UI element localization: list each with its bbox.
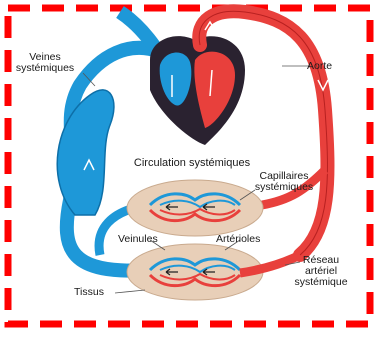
label-aorte: Aorte <box>307 61 332 72</box>
label-capillaires-line2: systémiques <box>246 182 322 193</box>
label-circulation: Circulation systémiques <box>112 158 272 169</box>
heart <box>150 36 245 145</box>
label-arterioles: Artérioles <box>216 234 260 245</box>
label-veinules: Veinules <box>118 234 158 245</box>
capillary-bed-upper <box>127 180 263 236</box>
label-tissus: Tissus <box>74 287 104 298</box>
label-reseau-arteriel: Réseau artériel systémique <box>284 255 358 288</box>
label-capillaires: Capillaires systémiques <box>246 171 322 193</box>
label-reseau-line3: systémique <box>284 277 358 288</box>
label-veines-line2: systémiques <box>6 63 84 74</box>
capillary-bed-lower <box>127 244 300 300</box>
label-veines-systemiques: Veines systémiques <box>6 52 84 74</box>
systemic-veins <box>57 12 168 271</box>
